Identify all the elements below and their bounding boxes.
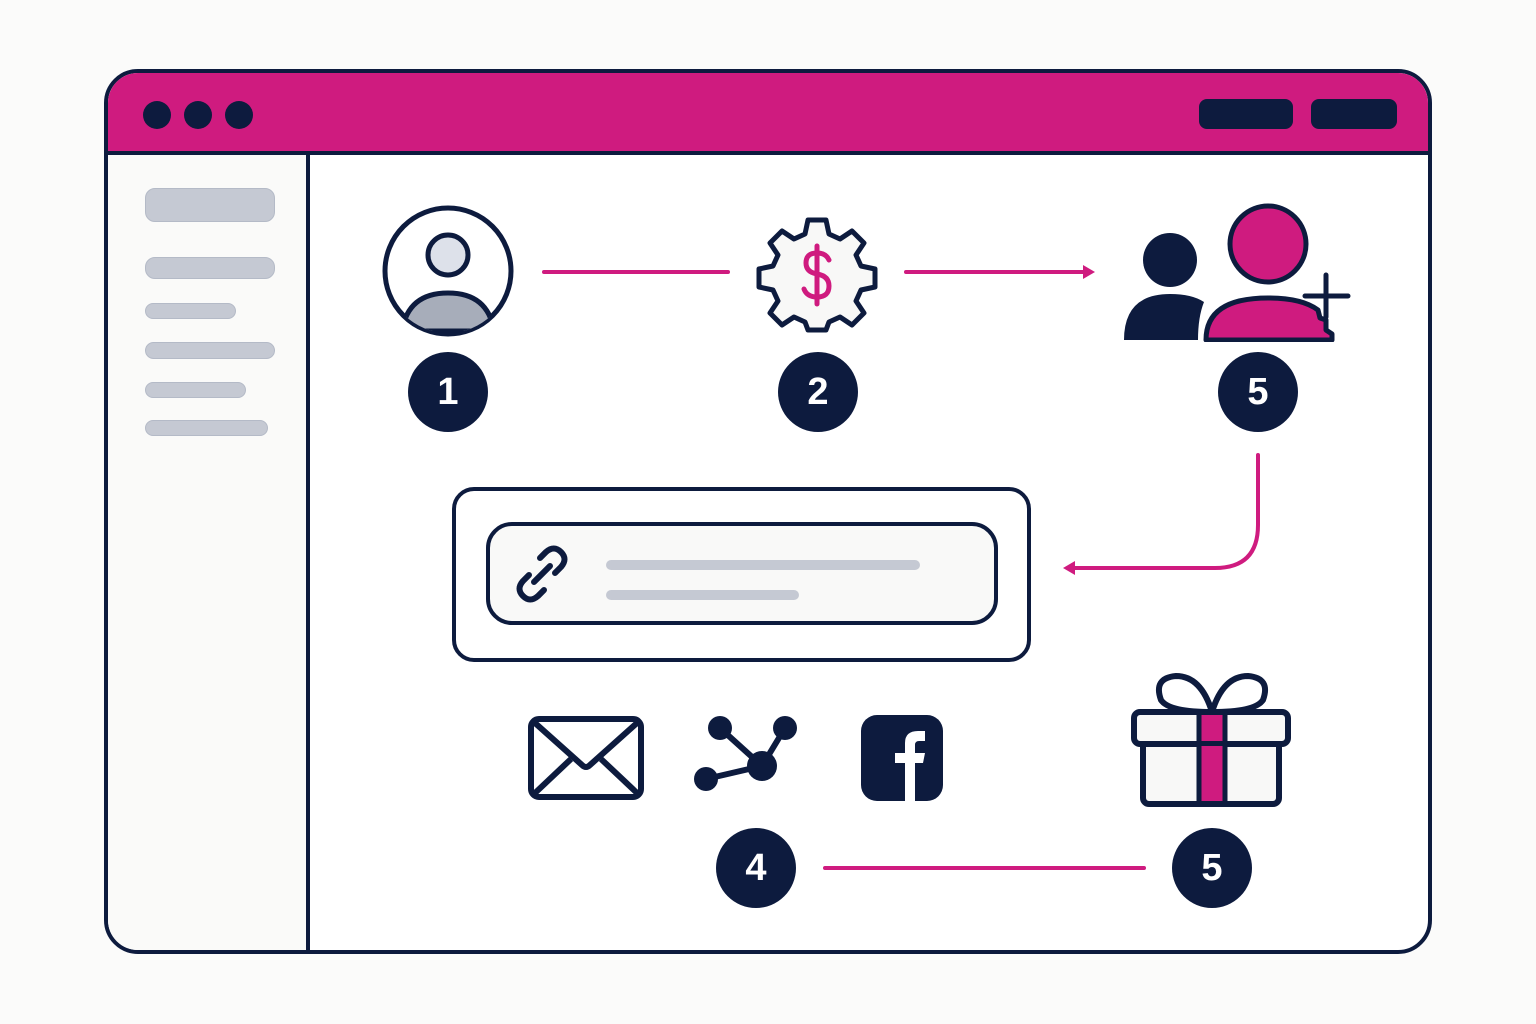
user-profile-icon [382,205,514,337]
link-text-placeholder-2 [606,590,799,600]
sidebar-item-2[interactable] [145,303,236,319]
sidebar-item-1[interactable] [145,257,275,279]
window-dot-minimize[interactable] [184,101,212,129]
step-badge-2: 2 [778,352,858,432]
arrow-head-right [1083,265,1095,279]
step-badge-4: 4 [716,828,796,908]
sidebar [108,155,310,950]
facebook-icon[interactable] [861,715,943,801]
browser-window [104,69,1432,954]
sidebar-item-3[interactable] [145,342,275,359]
referral-link-field[interactable] [486,522,998,625]
share-nodes-icon[interactable] [692,713,802,797]
arrow-5-link [1068,453,1260,570]
arrow-head-left [1063,561,1075,575]
titlebar-button-2[interactable] [1311,99,1397,129]
step-badge-5-bottom: 5 [1172,828,1252,908]
titlebar-button-1[interactable] [1199,99,1293,129]
sidebar-header-placeholder [145,188,275,222]
gift-icon [1131,672,1291,807]
window-dot-maximize[interactable] [225,101,253,129]
sidebar-item-4[interactable] [145,382,246,398]
gear-dollar-icon [756,217,878,333]
link-text-placeholder-1 [606,560,920,570]
sidebar-item-5[interactable] [145,420,268,436]
link-icon[interactable] [510,542,574,606]
add-user-group-icon [1124,203,1351,342]
title-bar [108,73,1428,155]
step-badge-5-top: 5 [1218,352,1298,432]
window-dot-close[interactable] [143,101,171,129]
step-badge-1: 1 [408,352,488,432]
email-icon[interactable] [527,715,645,801]
